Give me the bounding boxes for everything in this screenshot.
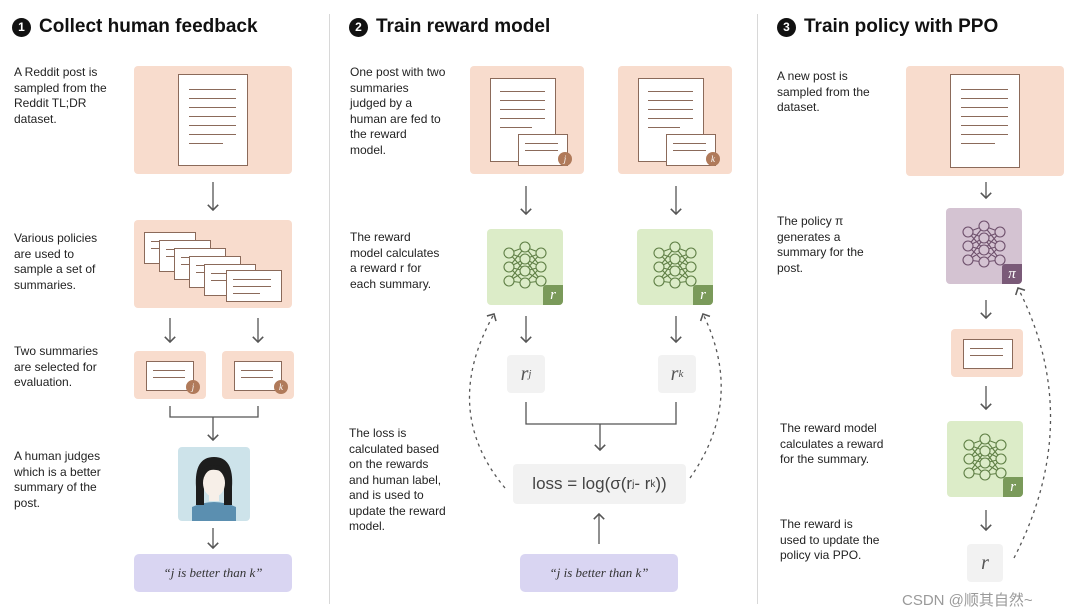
document-icon [950,74,1020,168]
col3-reward-r: r [967,544,1003,582]
loss-prefix: loss = log(σ(r [532,474,633,493]
merge-bracket [525,402,677,450]
reward-badge: r [543,285,563,305]
col3-post-box [906,66,1064,176]
col2-desc-reward: The reward model calculates a reward r f… [350,230,440,291]
col1-desc-human: A human judges which is a better summary… [14,449,101,510]
step-3-number: 3 [777,17,796,37]
neural-network-icon [963,433,1007,481]
col2-desc-loss: The loss is calculated based on the rewa… [349,426,446,533]
reward-subscript-j: j [528,368,532,380]
reward-symbol: r [670,362,679,385]
col2-reward-model-k: r [637,229,713,305]
badge-k: k [706,152,720,166]
watermark: CSDN @顺其自然~ [902,592,1033,609]
step-1-label: Collect human feedback [39,16,258,37]
loss-mid: - r [634,474,651,493]
col2-post-k-box: k [618,66,732,174]
col1-human-label: “j is better than k” [134,554,292,592]
summary-card-icon [963,339,1013,369]
column-divider-2 [757,14,758,604]
pi-badge: π [1002,264,1022,284]
dashed-feedback-arrow [689,313,722,479]
step-2-number: 2 [349,17,368,37]
column-divider-1 [329,14,330,604]
col1-desc-policies: Various policies are used to sample a se… [14,231,98,292]
loss-sub-j: j [632,478,635,490]
step-2-title: 2 Train reward model [349,16,550,38]
reward-symbol: r [520,362,529,385]
neural-network-icon [653,241,697,289]
merge-bracket [169,406,259,440]
human-avatar-icon [192,457,236,521]
step-3-title: 3 Train policy with PPO [777,16,998,38]
col1-desc-post: A Reddit post is sampled from the Reddit… [14,65,107,126]
reward-symbol: r [981,551,989,574]
reward-subscript-k: k [678,368,684,380]
col2-post-j-box: j [470,66,584,174]
col1-desc-two: Two summaries are selected for evaluatio… [14,344,99,389]
badge-j: j [186,380,200,394]
neural-network-icon [503,241,547,289]
badge-j: j [558,152,572,166]
col3-desc-policy: The policy π generates a summary for the… [777,214,864,275]
loss-sub-k: k [650,478,656,490]
policy-model: π [946,208,1022,284]
col3-desc-post: A new post is sampled from the dataset. [777,69,870,114]
col1-summary-k-box: k [222,351,294,399]
dashed-feedback-arrow [468,313,506,489]
step-1-title: 1 Collect human feedback [12,16,258,38]
col3-reward-model: r [947,421,1023,497]
col1-summaries-box [134,220,292,308]
col3-summary-box [951,329,1023,377]
reward-badge: r [1003,477,1023,497]
col3-desc-reward: The reward model calculates a reward for… [780,421,884,466]
document-icon [178,74,248,166]
loss-suffix: )) [655,474,667,493]
neural-network-icon [962,220,1006,268]
col1-post-box [134,66,292,174]
badge-k: k [274,380,288,394]
dashed-feedback-arrow [1013,287,1052,559]
summary-card-icon [226,270,282,302]
col3-desc-update: The reward is used to update the policy … [780,517,880,562]
col1-summary-j-box: j [134,351,206,399]
step-3-label: Train policy with PPO [804,16,999,37]
reward-badge: r [693,285,713,305]
col2-reward-model-j: r [487,229,563,305]
col2-desc-post: One post with two summaries judged by a … [350,65,446,157]
step-1-number: 1 [12,17,31,37]
human-judge-box [178,447,250,521]
col2-human-label: “j is better than k” [520,554,678,592]
step-2-label: Train reward model [376,16,551,37]
